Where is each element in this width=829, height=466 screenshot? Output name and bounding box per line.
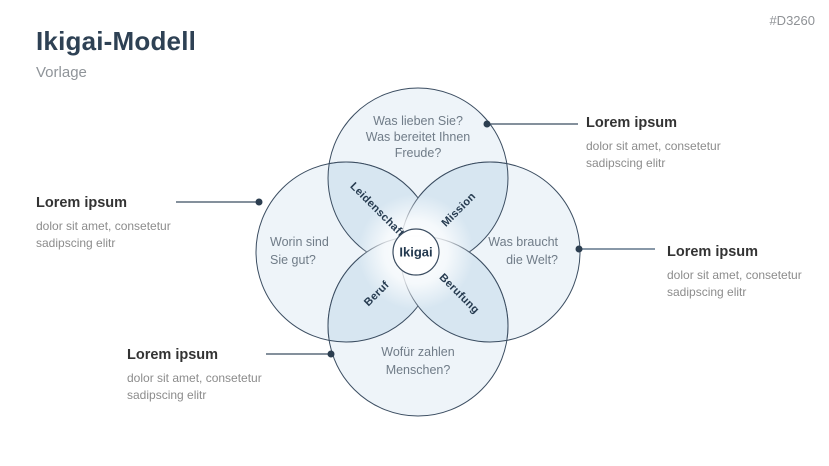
connector-dot-left: [255, 198, 263, 206]
callout-bottom-left-title: Lorem ipsum: [127, 347, 219, 363]
connector-dot-right: [575, 245, 583, 253]
callout-bottom-left-body-line1: dolor sit amet, consetetur: [127, 371, 262, 385]
callout-top-right-title: Lorem ipsum: [586, 115, 678, 131]
callout-top-right-body-line2: sadipscing elitr: [586, 155, 666, 170]
question-love-line1: Was lieben Sie?: [373, 114, 463, 128]
page-subtitle: Vorlage: [36, 64, 87, 81]
callout-right-body-line1: dolor sit amet, consetetur: [667, 268, 802, 282]
callout-top-right-body-line1: dolor sit amet, consetetur: [586, 139, 721, 153]
callout-left-body-line2: sadipscing elitr: [36, 235, 116, 250]
question-world-needs-line1: Was braucht: [488, 235, 558, 249]
callout-right: Lorem ipsum dolor sit amet, consetetur s…: [667, 244, 829, 300]
callout-bottom-left: Lorem ipsum dolor sit amet, consetetur s…: [127, 347, 297, 403]
question-good-at-line1: Worin sind: [270, 235, 329, 249]
callout-bottom-left-body-line2: sadipscing elitr: [127, 387, 207, 402]
center-label: Ikigai: [399, 245, 432, 260]
connector-dot-bottom-left: [327, 350, 335, 358]
slide-code: #D3260: [769, 13, 815, 28]
center-circle: [392, 228, 440, 276]
question-paid-for-line2: Menschen?: [386, 363, 451, 377]
page-title: Ikigai-Modell: [36, 26, 197, 56]
callout-right-title: Lorem ipsum: [667, 244, 759, 260]
question-good-at-line2: Sie gut?: [270, 253, 316, 267]
callout-right-body-line2: sadipscing elitr: [667, 284, 747, 299]
callout-left-title: Lorem ipsum: [36, 195, 128, 211]
question-world-needs-line2: die Welt?: [506, 253, 558, 267]
question-love-line3: Freude?: [395, 146, 442, 160]
callout-left: Lorem ipsum dolor sit amet, consetetur s…: [36, 195, 206, 251]
callout-top-right: Lorem ipsum dolor sit amet, consetetur s…: [586, 115, 756, 171]
question-love-line2: Was bereitet Ihnen: [366, 130, 471, 144]
callout-left-body-line1: dolor sit amet, consetetur: [36, 219, 171, 233]
question-paid-for-line1: Wofür zahlen: [381, 345, 454, 359]
connector-dot-top-right: [483, 120, 491, 128]
